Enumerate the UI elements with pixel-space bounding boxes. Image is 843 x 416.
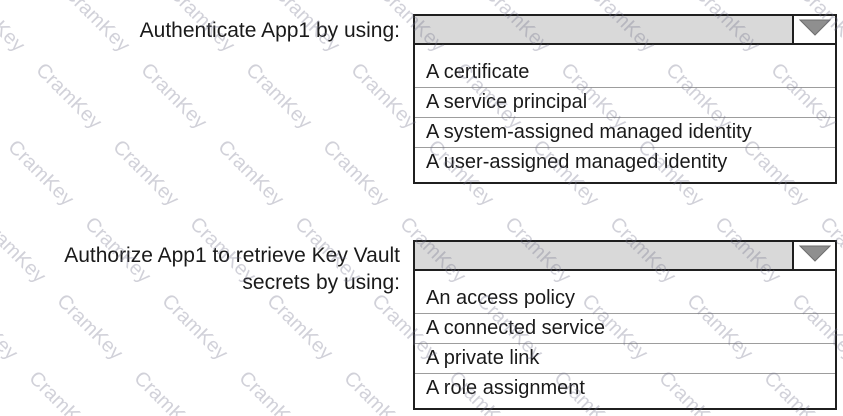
q2-options-list: An access policy A connected service A p… — [413, 271, 837, 410]
q2-dropdown-arrow-button[interactable] — [792, 242, 835, 269]
caret-down-icon — [798, 245, 831, 262]
q1-option-2[interactable]: A service principal — [415, 87, 835, 117]
q1-option-3[interactable]: A system-assigned managed identity — [415, 117, 835, 147]
question-1-label: Authenticate App1 by using: — [140, 17, 400, 44]
question-1-label-line: Authenticate App1 by using: — [139, 19, 400, 42]
q1-option-4[interactable]: A user-assigned managed identity — [415, 147, 835, 177]
q2-select[interactable] — [413, 240, 837, 271]
caret-down-icon — [798, 19, 831, 36]
q1-selected-value — [415, 16, 792, 43]
q2-option-2[interactable]: A connected service — [415, 313, 835, 343]
question-2-label-line: Authorize App1 to retrieve Key Vault — [64, 244, 400, 267]
question-1-dropdown: A certificate A service principal A syst… — [413, 14, 837, 184]
q2-selected-value — [415, 242, 792, 269]
q2-option-1[interactable]: An access policy — [426, 287, 575, 309]
q1-select[interactable] — [413, 14, 837, 45]
q2-option-4[interactable]: A role assignment — [415, 373, 835, 403]
question-2-dropdown: An access policy A connected service A p… — [413, 240, 837, 410]
q1-dropdown-arrow-button[interactable] — [792, 16, 835, 43]
question-2-label: Authorize App1 to retrieve Key Vault sec… — [64, 242, 400, 296]
q2-option-3[interactable]: A private link — [415, 343, 835, 373]
q1-option-1[interactable]: A certificate — [426, 61, 530, 83]
question-2-label-line: secrets by using: — [242, 271, 400, 294]
q1-options-list: A certificate A service principal A syst… — [413, 45, 837, 184]
